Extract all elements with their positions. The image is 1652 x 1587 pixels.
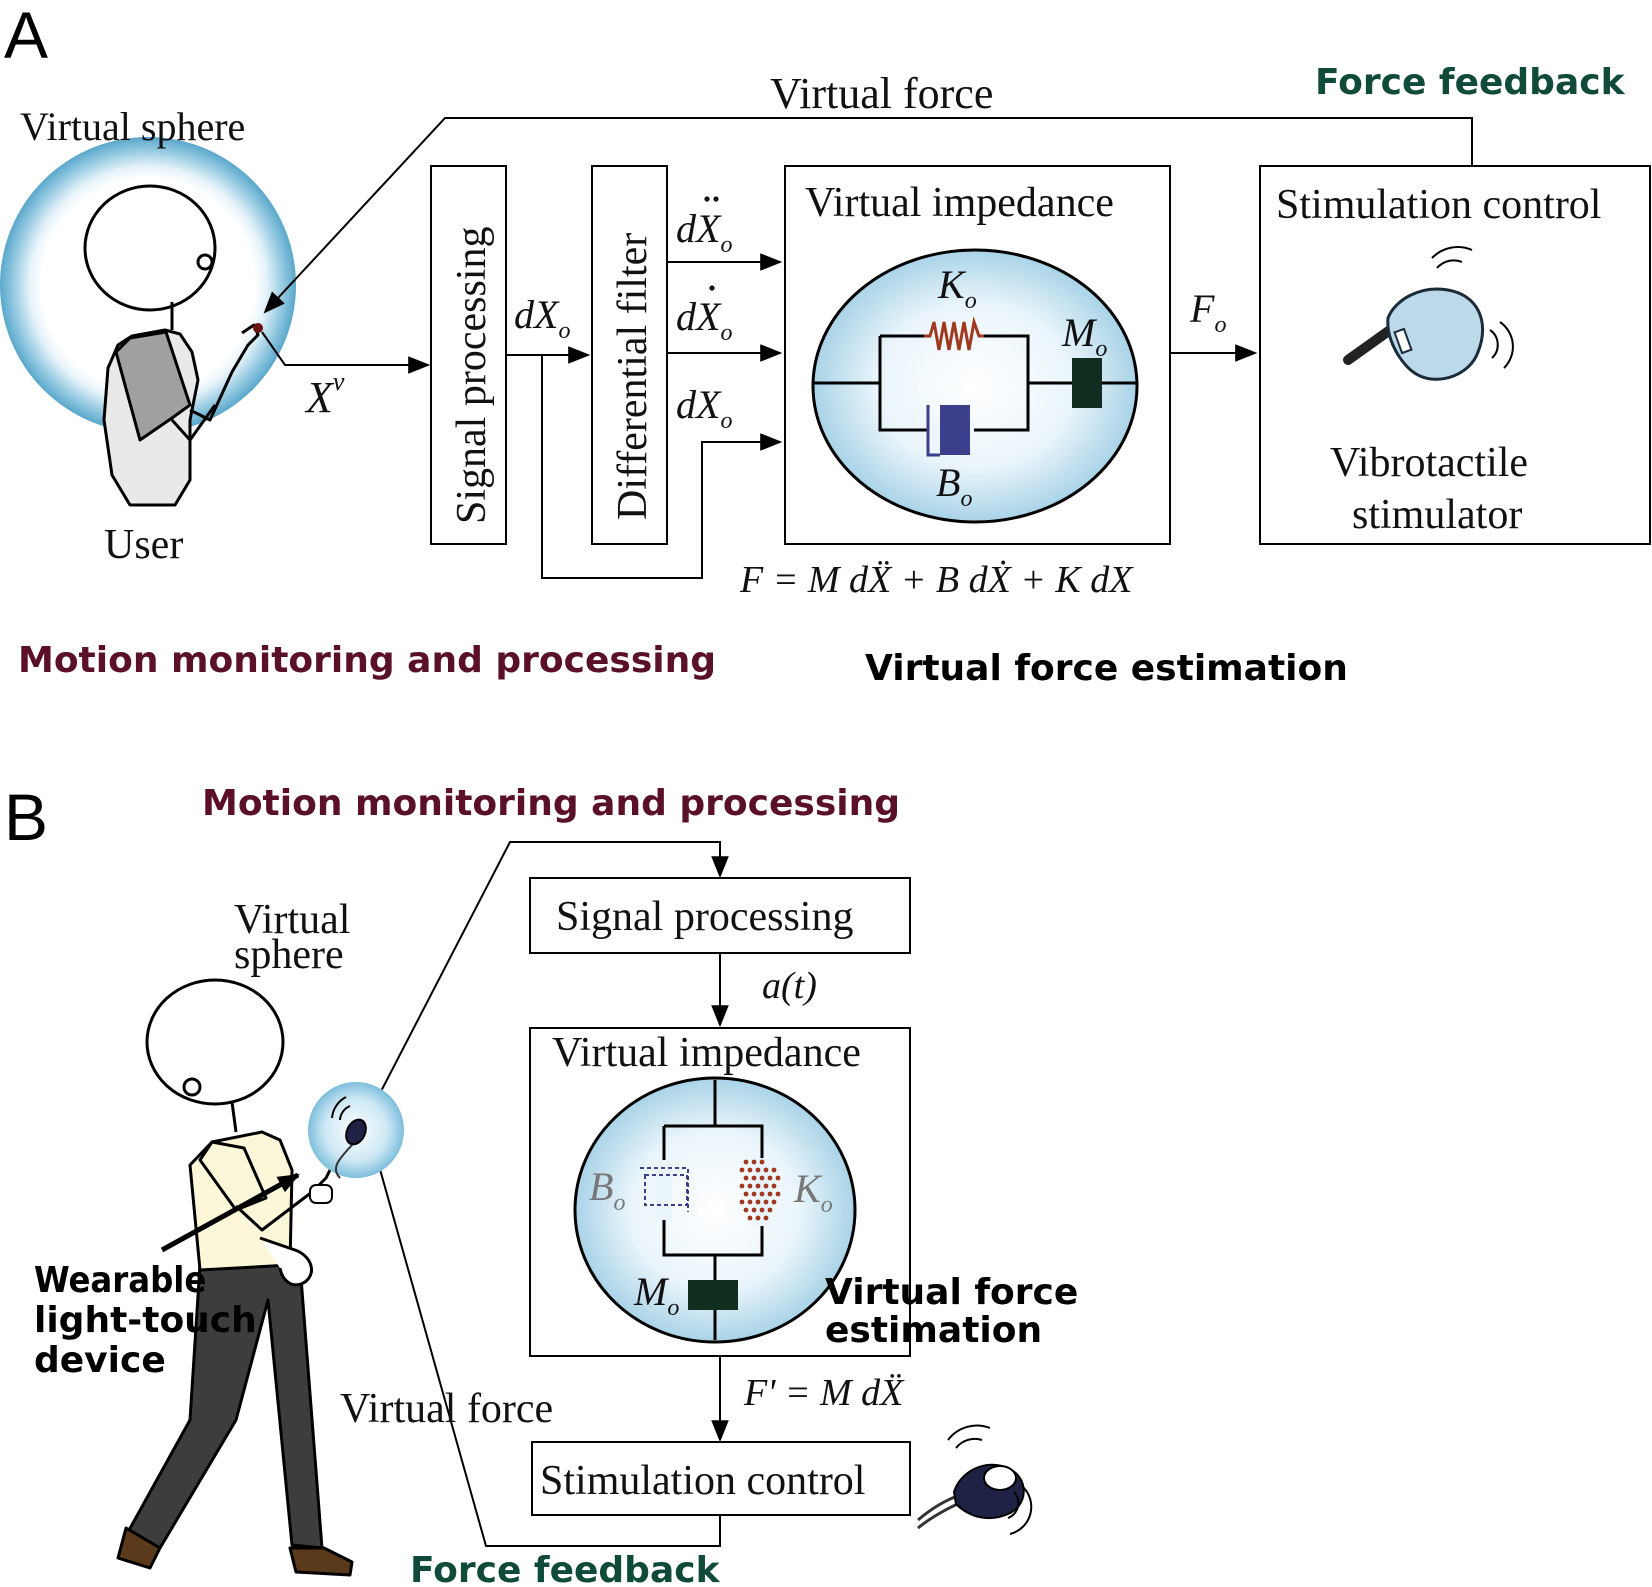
k-sub-b: o xyxy=(821,1192,833,1218)
dx-symbol: dX xyxy=(676,382,722,427)
m-sub-b: o xyxy=(667,1295,679,1321)
vibrotactile-stimulator-icon-b xyxy=(917,1424,1033,1535)
spring-icon-b xyxy=(739,1159,781,1221)
svg-text:Ko: Ko xyxy=(793,1166,833,1218)
virtual-force-label-a: Virtual force xyxy=(770,69,993,118)
mass-block-b xyxy=(688,1280,738,1310)
damper-icon-b xyxy=(640,1167,689,1212)
wearable-line2: light-touch xyxy=(34,1300,257,1341)
dx-dot-symbol: dX xyxy=(676,294,722,339)
f-sub-a: o xyxy=(1214,312,1226,338)
user-label-a: User xyxy=(104,522,183,568)
svg-text:dXo: dXo xyxy=(514,292,570,344)
xv-symbol: X xyxy=(304,373,335,422)
panel-a-letter: A xyxy=(4,0,48,72)
dx-sub: o xyxy=(720,408,732,434)
motion-label-b: Motion monitoring and processing xyxy=(202,783,900,824)
wearable-pointer-arrow xyxy=(160,1172,300,1253)
impedance-sphere-a xyxy=(811,248,1139,524)
b-symbol-a: B xyxy=(936,460,960,505)
virtual-impedance-label-a: Virtual impedance xyxy=(805,180,1114,226)
stimulation-control-label-a: Stimulation control xyxy=(1276,182,1601,228)
svg-text:Bo: Bo xyxy=(936,460,972,512)
estimation-line1-b: Virtual force xyxy=(825,1272,1078,1313)
single-dot-accent xyxy=(709,285,715,291)
b-symbol-b: B xyxy=(589,1164,613,1209)
differential-filter-box xyxy=(591,165,668,545)
vibrotactile-line1: Vibrotactile xyxy=(1330,440,1528,486)
svg-text:Fo: Fo xyxy=(1189,286,1226,338)
svg-text:Mo: Mo xyxy=(1061,310,1107,362)
k-symbol-a: K xyxy=(937,262,967,307)
force-feedback-label-a: Force feedback xyxy=(1315,62,1626,103)
dx-dot-sub: o xyxy=(720,320,732,346)
virtual-sphere-label-a: Virtual sphere xyxy=(20,104,245,149)
estimation-line2-b: estimation xyxy=(825,1310,1042,1351)
k-symbol-b: K xyxy=(793,1166,823,1211)
user-figure-a xyxy=(83,184,260,507)
damper-icon-a xyxy=(926,405,970,457)
m-symbol-b: M xyxy=(633,1269,670,1314)
virtual-sphere-line1-b: Virtual xyxy=(234,897,350,943)
bypass-line-a xyxy=(541,355,783,579)
m-symbol-a: M xyxy=(1061,310,1098,355)
k-sub-a: o xyxy=(965,288,977,314)
equation-b: F' = M dẌ xyxy=(743,1372,905,1414)
dxo-symbol-a: dX xyxy=(514,292,560,337)
svg-text:Ko: Ko xyxy=(937,262,977,314)
force-feedback-label-b: Force feedback xyxy=(410,1550,721,1587)
f-symbol-a: F xyxy=(1189,286,1215,331)
b-sub-a: o xyxy=(960,486,972,512)
virtual-impedance-label-b: Virtual impedance xyxy=(552,1030,861,1076)
signal-processing-box-a xyxy=(430,165,507,545)
impedance-spring-gap-a xyxy=(924,330,984,342)
xv-superscript: v xyxy=(333,367,345,396)
stimulation-control-label-b: Stimulation control xyxy=(540,1458,865,1504)
b-sub-b: o xyxy=(613,1190,625,1216)
impedance-sphere-b xyxy=(573,1076,857,1344)
dxo-sub-a: o xyxy=(558,318,570,344)
svg-text:Xv: Xv xyxy=(304,367,345,422)
m-sub-a: o xyxy=(1095,336,1107,362)
xv-arrow xyxy=(261,331,431,374)
equation-a: F = M dẌ + B dẊ + K dX xyxy=(739,559,1134,601)
virtual-force-label-b: Virtual force xyxy=(340,1386,553,1432)
virtual-sphere-line2-b: sphere xyxy=(234,932,344,978)
svg-text:Bo: Bo xyxy=(589,1164,625,1216)
virtual-force-arrow-b xyxy=(370,1145,721,1547)
wearable-line3: device xyxy=(34,1340,166,1381)
signal-processing-label-a: Signal processing xyxy=(449,227,495,524)
wearable-line1: Wearable xyxy=(34,1260,206,1301)
virtual-force-arrow-a xyxy=(263,117,1473,314)
differential-filter-label: Differential filter xyxy=(610,233,656,520)
vibrotactile-stimulator-icon-a xyxy=(1343,246,1514,381)
signal-processing-label-b: Signal processing xyxy=(556,894,853,940)
svg-text:dXo: dXo xyxy=(676,206,732,258)
svg-text:Mo: Mo xyxy=(633,1269,679,1321)
signal-processing-box-b xyxy=(529,877,911,954)
mass-block-a xyxy=(1072,358,1102,408)
wearable-device-b xyxy=(309,1096,367,1204)
ddx-symbol: dX xyxy=(676,206,722,251)
motion-label-a: Motion monitoring and processing xyxy=(18,640,716,681)
panel-b-letter: B xyxy=(4,780,48,854)
fingertip-marker xyxy=(253,323,263,333)
estimation-label-a: Virtual force estimation xyxy=(865,648,1348,689)
double-dot-accent xyxy=(704,196,719,202)
ddx-sub: o xyxy=(720,232,732,258)
svg-text:dXo: dXo xyxy=(676,294,732,346)
at-label: a(t) xyxy=(762,965,817,1007)
vibrotactile-line2: stimulator xyxy=(1352,492,1522,538)
motion-input-arrow-b xyxy=(361,841,729,1129)
spring-icon-a xyxy=(924,316,984,351)
user-figure-b xyxy=(116,978,354,1577)
svg-text:dXo: dXo xyxy=(676,382,732,434)
